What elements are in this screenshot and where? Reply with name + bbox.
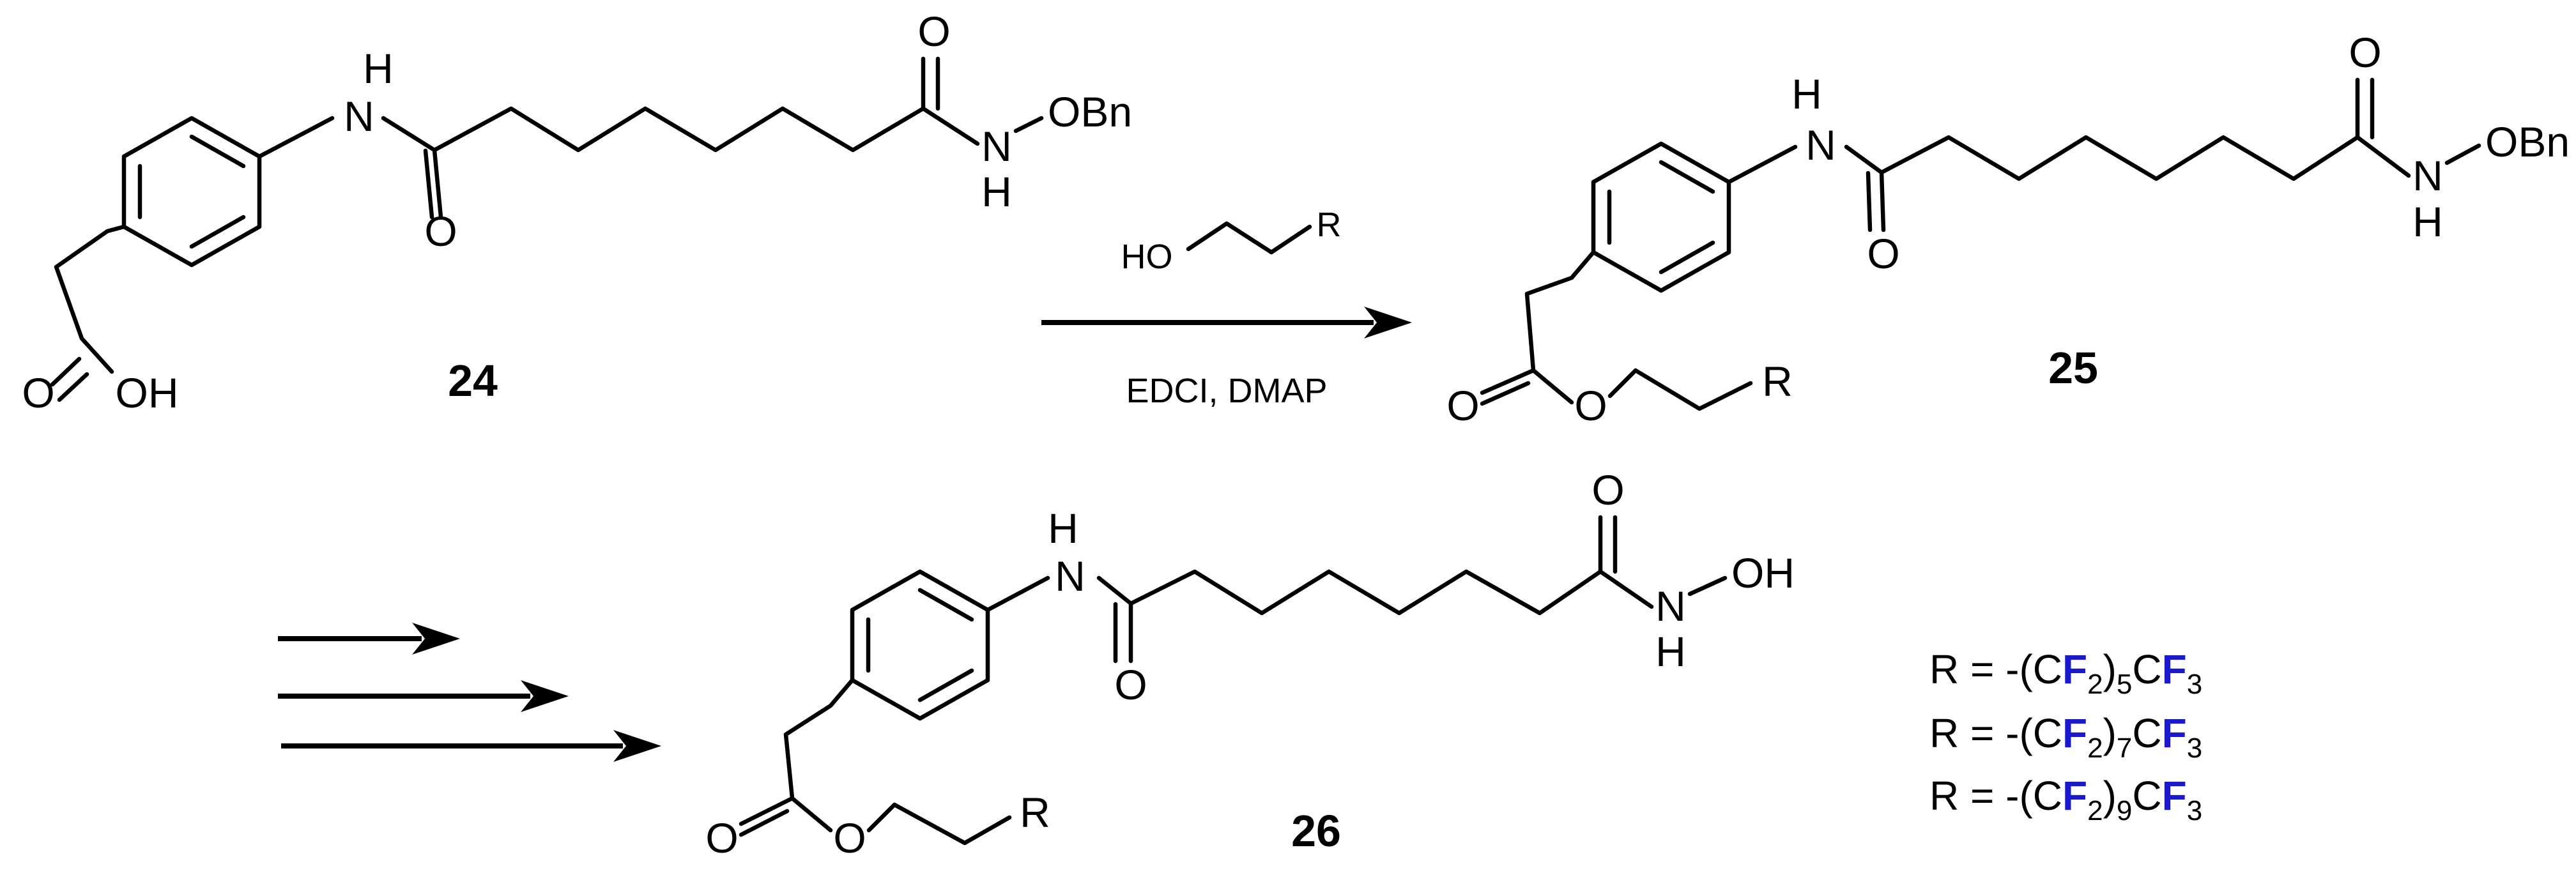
amide-n-24: N <box>344 93 374 140</box>
ester-r-26: R <box>1020 789 1050 836</box>
conditions: EDCI, DMAP <box>1126 372 1327 410</box>
reaction-arrow-1-head <box>1364 307 1412 338</box>
amide-n-26: N <box>1055 552 1085 600</box>
r-definition-3: R = -(CF2)9CF3 <box>1929 773 2202 826</box>
amide-o-24: O <box>424 208 457 255</box>
acid-chain-24 <box>54 224 126 341</box>
hyd-o-26: O <box>1591 466 1624 513</box>
hyd-n-26: N <box>1655 582 1686 630</box>
hyd-o-24: O <box>917 8 950 55</box>
ester-r-25: R <box>1762 358 1793 405</box>
compound-25: N H O O N H OBn O O R 25 <box>1446 29 2570 429</box>
aromatic-inner-bonds-24 <box>137 134 246 249</box>
step-arrow-2-head <box>521 680 569 712</box>
hyd-group-26: OH <box>1731 549 1795 596</box>
hyd-o-25: O <box>2349 29 2381 76</box>
acid-oh-24: OH <box>116 369 179 416</box>
alcohol-r: R <box>1317 206 1342 244</box>
ester-chain-26 <box>783 678 855 801</box>
compound-26: N H O O N H OH O O R 26 <box>705 466 1795 862</box>
compound-number-25: 25 <box>2048 343 2098 393</box>
aromatic-inner-bonds-25 <box>1607 160 1715 275</box>
hyd-h-24: H <box>981 168 1012 215</box>
benzene-ring-26 <box>850 569 990 721</box>
hyd-n-24: N <box>981 123 1012 170</box>
step-arrow-1-head <box>412 623 460 655</box>
ester-o-26: O <box>705 814 738 862</box>
amide-o-26: O <box>1114 661 1147 708</box>
hydroxamate-bonds-25 <box>2355 77 2481 178</box>
multistep-arrows <box>278 623 661 762</box>
alkyl-chain-25 <box>1879 135 2360 181</box>
ester-chain-25 <box>1524 250 1596 373</box>
hydroxamate-bonds-24 <box>921 56 1044 146</box>
fluorine-label: F <box>2162 646 2187 692</box>
hydroxamate-bonds-26 <box>1598 515 1728 609</box>
r-definition-1: R = -(CF2)5CF3 <box>1929 646 2202 700</box>
acid-o-24: O <box>22 369 54 416</box>
fluorine-label: F <box>2062 646 2087 692</box>
amide-n-25: N <box>1805 121 1836 169</box>
fluorine-label: F <box>2162 710 2187 756</box>
fluorine-label: F <box>2062 773 2087 819</box>
alkyl-chain-24 <box>432 106 926 153</box>
hyd-h-26: H <box>1655 628 1686 675</box>
ester-carbonyl-25 <box>1480 368 1753 411</box>
r-definition-2: R = -(CF2)7CF3 <box>1929 710 2202 764</box>
hyd-group-24: OBn <box>1048 88 1132 135</box>
fluorine-label: F <box>2162 773 2187 819</box>
amide-h-24: H <box>363 45 394 92</box>
benzene-ring-25 <box>1591 141 1731 293</box>
amide-h-25: H <box>1791 70 1822 118</box>
step-arrow-3-head <box>613 730 661 762</box>
compound-number-26: 26 <box>1291 806 1341 856</box>
ester-o-25: O <box>1446 382 1479 429</box>
amide-o-25: O <box>1867 230 1899 277</box>
ester-oc-26: O <box>833 814 866 862</box>
ester-oc-25: O <box>1574 382 1607 429</box>
benzene-ring-24 <box>121 116 262 268</box>
alkyl-chain-26 <box>1128 569 1603 616</box>
aromatic-inner-bonds-26 <box>866 588 974 703</box>
compound-24: N H O O N H OBn O OH 24 <box>22 8 1132 416</box>
compound-number-24: 24 <box>448 356 498 406</box>
r-definitions: R = -(CF2)5CF3 R = -(CF2)7CF3 R = -(CF2)… <box>1929 646 2202 826</box>
alcohol-ho: HO <box>1121 238 1173 276</box>
fluorine-label: F <box>2062 710 2087 756</box>
amide-h-26: H <box>1048 505 1078 552</box>
hyd-h-25: H <box>2412 198 2443 245</box>
hyd-n-25: N <box>2412 152 2443 199</box>
ester-carbonyl-26 <box>739 796 1012 846</box>
hyd-group-25: OBn <box>2485 118 2570 165</box>
acid-carbonyl-24 <box>50 336 114 402</box>
reagents: HO R EDCI, DMAP <box>1041 206 1412 410</box>
alcohol-bonds <box>1186 221 1312 255</box>
